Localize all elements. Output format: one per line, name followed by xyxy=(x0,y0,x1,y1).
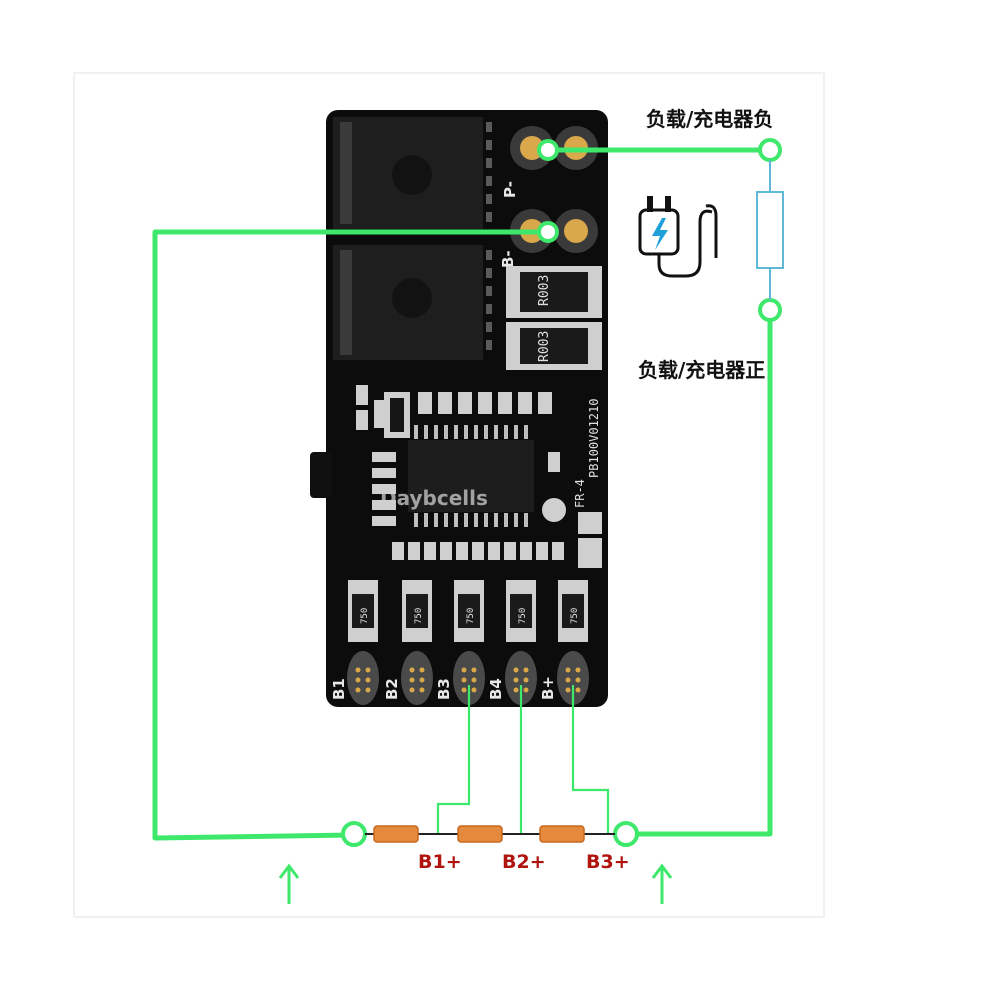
terminal-pack-plus xyxy=(613,821,639,847)
wire-b-minus-to-pack-minus xyxy=(152,229,548,841)
mosfet-pins xyxy=(486,122,492,350)
balance-resistor-code: 750 xyxy=(466,608,476,624)
cell-2 xyxy=(457,825,503,843)
pcb-material-label: FR-4 xyxy=(573,479,587,508)
balance-wires xyxy=(436,685,610,834)
pin-label-b4: B4 xyxy=(487,678,505,700)
up-arrow-icon xyxy=(651,863,673,904)
cell-label-b1: B1+ xyxy=(418,851,462,873)
frame xyxy=(73,72,825,918)
terminal-load-bottom xyxy=(758,298,782,322)
shunt-resistor-1: R003 xyxy=(506,266,602,318)
pcb-board: P- B- R003 R003 xyxy=(310,110,608,707)
terminal-load-top xyxy=(758,138,782,162)
smd-right-cluster xyxy=(542,452,602,568)
terminal-pack-minus xyxy=(341,821,367,847)
wire-load-to-pack-plus xyxy=(626,310,773,837)
balance-resistors: 750 750 750 750 750 xyxy=(348,580,588,642)
cell-label-b2: B2+ xyxy=(502,851,546,873)
cell-3 xyxy=(539,825,585,843)
shunt-resistor-1-code: R003 xyxy=(537,275,552,306)
wiring xyxy=(152,147,773,841)
terminals xyxy=(341,138,782,847)
balance-resistor-code: 750 xyxy=(414,608,424,624)
balance-pad xyxy=(401,651,433,705)
balance-resistor-code: 750 xyxy=(518,608,528,624)
balance-pad xyxy=(453,651,485,705)
pad-b-minus-label: B- xyxy=(499,250,517,268)
balance-pad xyxy=(505,651,537,705)
balance-pads xyxy=(347,651,589,705)
shunt-resistor-2-code: R003 xyxy=(537,331,552,362)
pcb-part-number: PB100V01210 xyxy=(587,399,601,478)
load-resistor xyxy=(756,160,784,300)
up-arrow-icon xyxy=(278,863,300,904)
balance-resistor-code: 750 xyxy=(360,608,370,624)
balance-pad xyxy=(557,651,589,705)
mosfet-bottom xyxy=(333,245,483,360)
balance-pad xyxy=(347,651,379,705)
pin-label-b2: B2 xyxy=(383,678,401,700)
balance-wire-b3 xyxy=(436,685,471,834)
battery-cells xyxy=(365,825,615,843)
balance-wire-bplus xyxy=(571,685,610,834)
side-connector xyxy=(310,452,332,498)
charger-plug-icon xyxy=(638,196,718,278)
pin-label-bplus: B+ xyxy=(539,676,557,700)
pin-label-b1: B1 xyxy=(330,678,348,700)
cell-1 xyxy=(373,825,419,843)
terminal-p-minus xyxy=(537,139,559,161)
label-load-charger-negative: 负载/充电器负 xyxy=(646,107,773,131)
label-load-charger-positive: 负载/充电器正 xyxy=(638,358,765,382)
pad-p-minus-label: P- xyxy=(501,181,519,198)
shunt-resistor-2: R003 xyxy=(506,322,602,370)
terminal-b-minus xyxy=(537,221,559,243)
smd-left-cluster xyxy=(372,452,396,526)
mosfet-top xyxy=(333,117,483,229)
smd-row-bottom xyxy=(392,542,564,560)
main-ic xyxy=(408,425,534,527)
balance-resistor-code: 750 xyxy=(570,608,580,624)
cell-label-b3: B3+ xyxy=(586,851,630,873)
pin-label-b3: B3 xyxy=(435,678,453,700)
smd-row-top xyxy=(356,385,552,430)
watermark: Daybcells xyxy=(380,486,488,510)
